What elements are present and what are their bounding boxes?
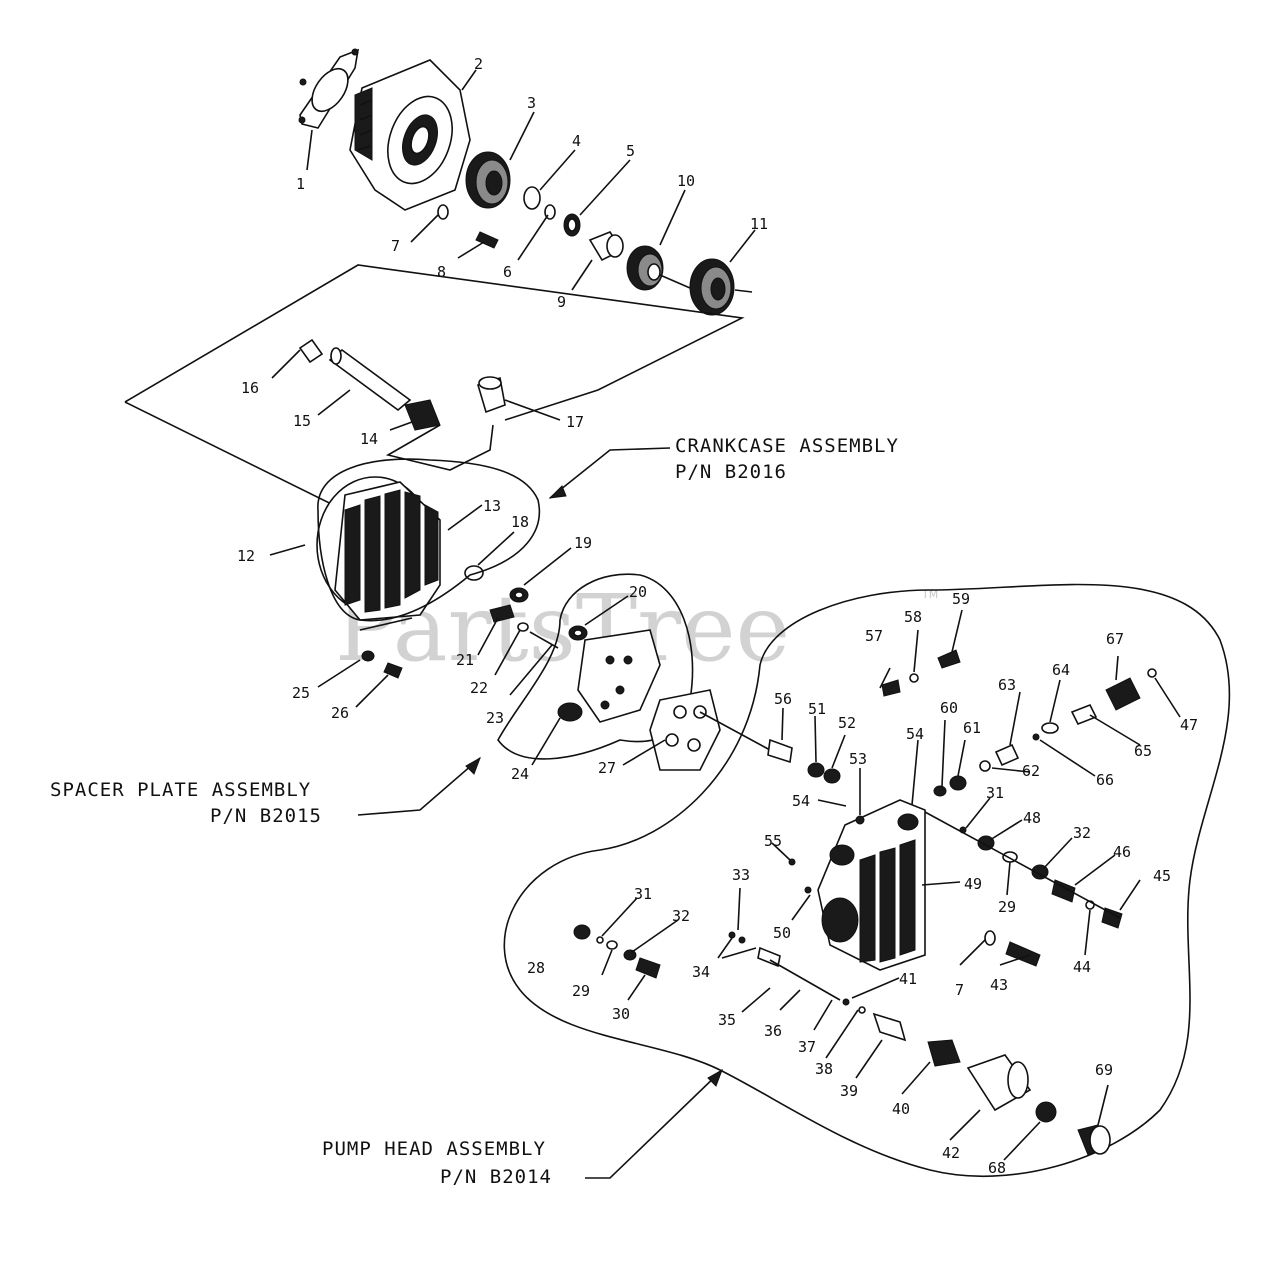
callout-49: 49 [964,875,982,893]
callout-18: 18 [511,513,529,531]
callout-36: 36 [764,1022,782,1040]
spacer-plate-group [557,629,771,771]
callout-20: 20 [629,583,647,601]
callout-6: 6 [503,263,512,281]
callout-28: 28 [527,959,545,977]
callout-67: 67 [1106,630,1124,648]
callout-33: 33 [732,866,750,884]
callout-7: 7 [391,237,400,255]
callout-30: 30 [612,1005,630,1023]
spacer-assembly-pn: P/N B2015 [210,805,322,827]
callout-41: 41 [899,970,917,988]
callout-15: 15 [293,412,311,430]
callout-42: 42 [942,1144,960,1162]
callout-11: 11 [750,215,768,233]
crankcase-assembly-pn: P/N B2016 [675,461,787,483]
callout-16: 16 [241,379,259,397]
callout-44: 44 [1073,958,1091,976]
callout-66: 66 [1096,771,1114,789]
callout-65: 65 [1134,742,1152,760]
callout-54b: 54 [792,792,810,810]
callout-38: 38 [815,1060,833,1078]
callout-64: 64 [1052,661,1070,679]
callout-63: 63 [998,676,1016,694]
leader-lines [269,69,1181,1179]
callout-25: 25 [292,684,310,702]
callout-53: 53 [849,750,867,768]
callout-48: 48 [1023,809,1041,827]
callout-55: 55 [764,832,782,850]
callout-13: 13 [483,497,501,515]
callout-32b: 32 [1073,824,1091,842]
callout-35: 35 [718,1011,736,1029]
callout-59: 59 [952,590,970,608]
callout-5: 5 [626,142,635,160]
callout-31: 31 [634,885,652,903]
callout-40: 40 [892,1100,910,1118]
callout-56: 56 [774,690,792,708]
callout-26: 26 [331,704,349,722]
callout-58: 58 [904,608,922,626]
crankcase-group [298,338,588,679]
callout-10: 10 [677,172,695,190]
callout-34: 34 [692,963,710,981]
bracket-line-mid [385,424,494,471]
pump-head-group [573,649,1157,1156]
callout-2: 2 [474,55,483,73]
callout-50: 50 [773,924,791,942]
callout-27: 27 [598,759,616,777]
callout-37: 37 [798,1038,816,1056]
callout-61: 61 [963,719,981,737]
callout-43: 43 [990,976,1008,994]
callout-12: 12 [237,547,255,565]
callout-19: 19 [574,534,592,552]
callout-22: 22 [470,679,488,697]
callout-8: 8 [437,263,446,281]
pump-head-assembly-pn: P/N B2014 [440,1166,552,1188]
bracket-line-top [124,264,745,421]
callout-54: 54 [906,725,924,743]
spacer-outline [497,573,694,760]
callout-29: 29 [572,982,590,1000]
callout-39: 39 [840,1082,858,1100]
callout-numbers: 1 2 3 4 5 6 7 8 9 10 11 12 13 14 15 16 1… [237,55,1198,1177]
watermark-trademark: TM [921,588,938,601]
crankcase-assembly-label: CRANKCASE ASSEMBLY [675,435,899,457]
top-parts-group [298,48,753,316]
callout-45: 45 [1153,867,1171,885]
callout-68: 68 [988,1159,1006,1177]
callout-7b: 7 [955,981,964,999]
callout-29b: 29 [998,898,1016,916]
callout-1: 1 [296,175,305,193]
callout-3: 3 [527,94,536,112]
pump-head-assembly-label: PUMP HEAD ASSEMBLY [322,1138,546,1160]
callout-9: 9 [557,293,566,311]
callout-21: 21 [456,651,474,669]
callout-4: 4 [572,132,581,150]
callout-52: 52 [838,714,856,732]
callout-24: 24 [511,765,529,783]
callout-57: 57 [865,627,883,645]
pump-head-outline [503,583,1231,1178]
callout-51: 51 [808,700,826,718]
callout-32: 32 [672,907,690,925]
callout-47: 47 [1180,716,1198,734]
callout-23: 23 [486,709,504,727]
callout-62: 62 [1022,762,1040,780]
crankcase-outline [317,458,541,622]
spacer-assembly-label: SPACER PLATE ASSEMBLY [50,779,311,801]
callout-31b: 31 [986,784,1004,802]
callout-14: 14 [360,430,378,448]
callout-17: 17 [566,413,584,431]
callout-60: 60 [940,699,958,717]
callout-46: 46 [1113,843,1131,861]
callout-69: 69 [1095,1061,1113,1079]
